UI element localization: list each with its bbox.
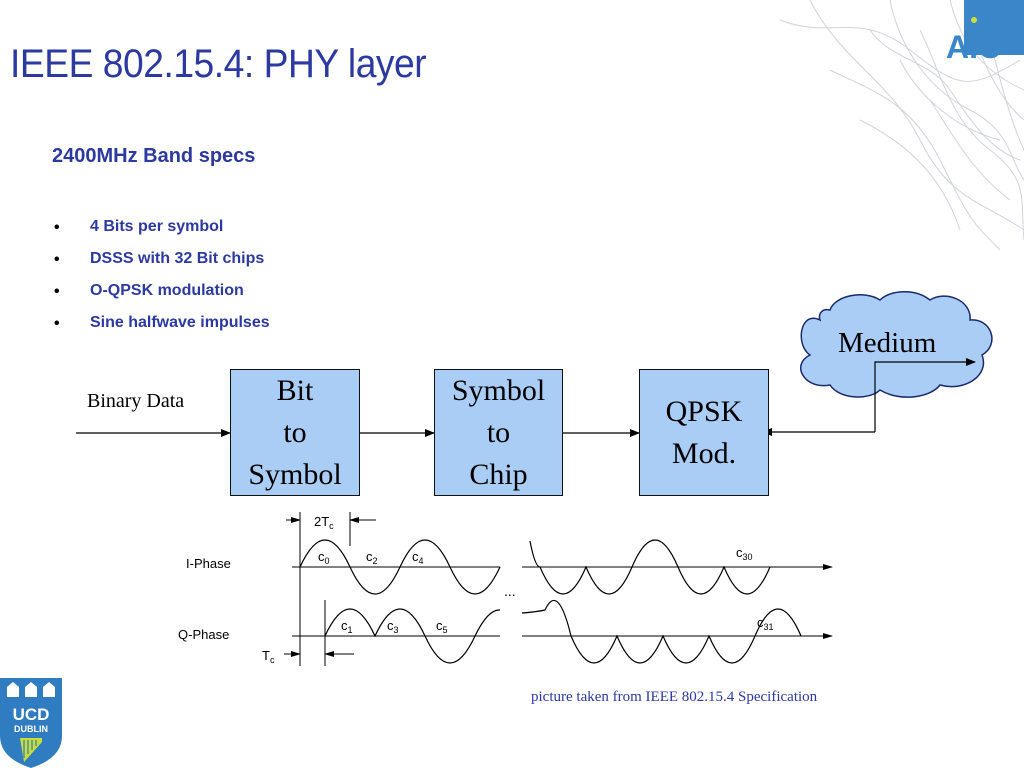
slide-subtitle: 2400MHz Band specs <box>52 145 256 167</box>
medium-cloud <box>800 291 993 398</box>
bullet-item: •O-QPSK modulation <box>54 282 244 300</box>
i-phase-label: I-Phase <box>186 556 231 571</box>
bit-to-symbol-block: Bit to Symbol <box>230 369 360 496</box>
bullet-dot-icon: • <box>54 283 60 300</box>
bullet-dot-icon: • <box>54 251 60 268</box>
bullet-list: •4 Bits per symbol •DSSS with 32 Bit chi… <box>54 218 270 346</box>
q-phase-label: Q-Phase <box>178 627 229 642</box>
symbol-to-chip-block: Symbol to Chip <box>434 369 563 496</box>
chip-label: c3 <box>387 618 399 635</box>
ellipsis-label: ... <box>504 583 516 599</box>
bullet-dot-icon: • <box>54 219 60 236</box>
arrow-qpsk-medium <box>874 358 976 432</box>
chip-label: c30 <box>736 545 753 562</box>
qpsk-mod-block: QPSK Mod. <box>639 369 769 496</box>
bullet-item: •Sine halfwave impulses <box>54 314 270 332</box>
period-label: 2Tc <box>314 514 334 531</box>
aic-logo: AIC <box>946 0 1024 65</box>
chip-label: c4 <box>412 549 424 566</box>
ucd-logo-subtitle: DUBLIN <box>14 724 48 734</box>
harp-icon <box>20 738 42 762</box>
binary-data-label: Binary Data <box>87 390 185 412</box>
tc-label: Tc <box>262 648 275 665</box>
figure-caption: picture taken from IEEE 802.15.4 Specifi… <box>531 689 818 705</box>
slide-title: IEEE 802.15.4: PHY layer <box>10 42 427 86</box>
aic-logo-text: AIC <box>946 29 1001 65</box>
chip-label: c1 <box>341 618 353 635</box>
chip-label: c31 <box>757 615 774 632</box>
medium-label: Medium <box>838 327 937 359</box>
ucd-logo-title: UCD <box>13 705 50 724</box>
chip-label: c5 <box>436 618 448 635</box>
ucd-logo: UCD DUBLIN <box>0 678 62 768</box>
bullet-dot-icon: • <box>54 315 60 332</box>
bullet-item: •DSSS with 32 Bit chips <box>54 250 265 268</box>
chip-label: c2 <box>366 549 378 566</box>
bullet-item: •4 Bits per symbol <box>54 218 224 236</box>
chip-label: c0 <box>318 549 330 566</box>
